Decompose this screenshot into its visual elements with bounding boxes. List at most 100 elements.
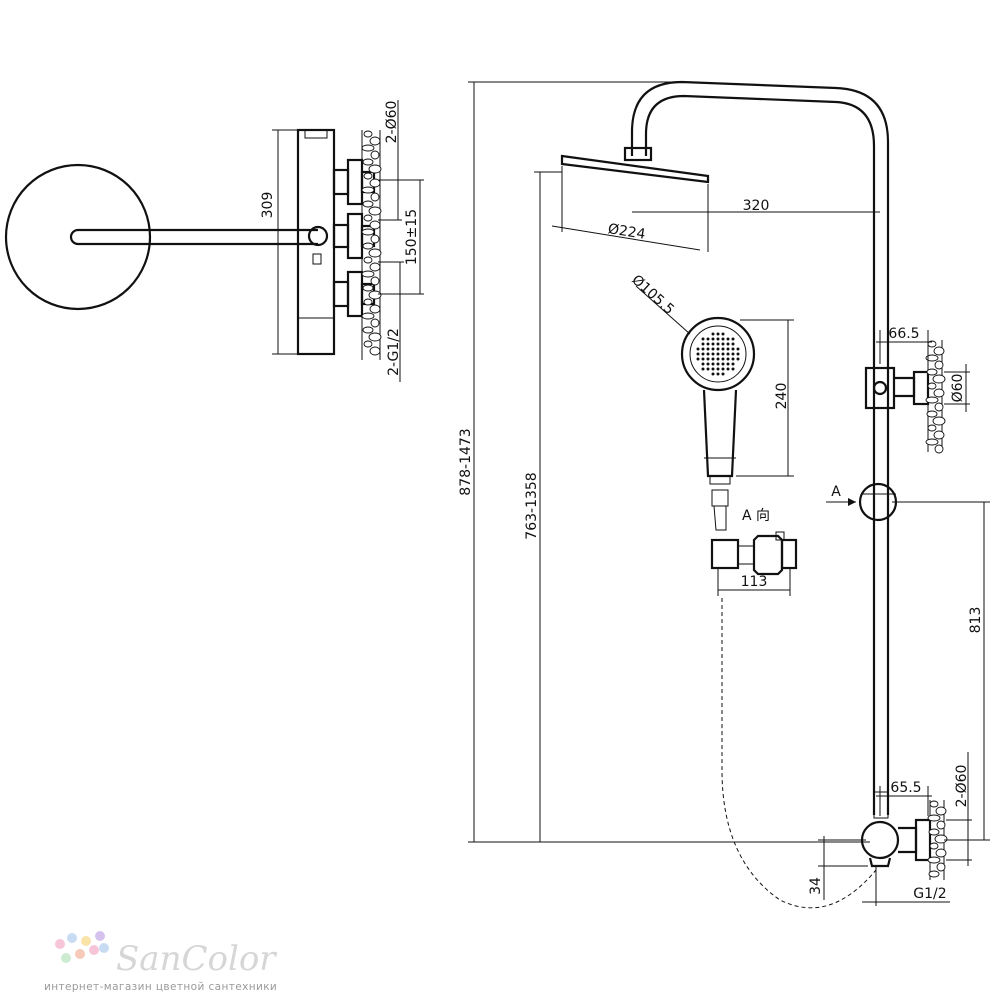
nozzle	[701, 362, 705, 366]
nozzle	[716, 332, 720, 336]
dim-overall-height: 878-1473	[458, 428, 474, 495]
shower-head-plan-circle	[4, 163, 152, 311]
dim-left-thread: 2-G1/2	[386, 328, 402, 376]
wall-stone	[925, 354, 939, 362]
nozzle	[711, 342, 715, 346]
nozzle	[726, 357, 730, 361]
dim-top-hole: Ø60	[950, 374, 966, 403]
slide-holder-detail	[710, 531, 798, 576]
wall-stone	[368, 290, 382, 300]
nozzle	[716, 372, 720, 376]
nozzle	[701, 352, 705, 356]
nozzle	[721, 352, 725, 356]
wall-stone	[368, 332, 382, 342]
wall-stone	[363, 214, 373, 222]
wall-stone	[363, 256, 373, 264]
logo-dot	[95, 931, 105, 941]
nozzle	[711, 352, 715, 356]
logo-dot	[75, 949, 85, 959]
logo-dot	[61, 953, 71, 963]
view-arrow-label: A	[831, 484, 841, 500]
nozzle	[726, 337, 730, 341]
wall-stone	[928, 870, 940, 878]
wall-stone	[362, 284, 374, 292]
nozzle	[706, 367, 710, 371]
wall-stone	[370, 192, 380, 202]
wall-stone	[933, 430, 945, 440]
nozzle	[716, 357, 720, 361]
nozzle	[711, 357, 715, 361]
logo-dot	[81, 936, 91, 946]
wall-section-left	[361, 130, 382, 360]
sancolor-logo: SanColor интернет-магазин цветной сантех…	[44, 931, 277, 993]
dim-head-height: 763-1358	[524, 472, 540, 539]
head-connector	[623, 146, 653, 162]
nozzle	[721, 342, 725, 346]
hose	[721, 598, 877, 909]
wall-stone	[369, 220, 381, 230]
nozzle	[696, 347, 700, 351]
wall-stone	[361, 228, 375, 236]
nozzle	[731, 362, 735, 366]
nozzle	[721, 367, 725, 371]
wall-stone	[361, 270, 375, 278]
wall-stone	[370, 318, 380, 328]
nozzle	[716, 337, 720, 341]
nozzle	[716, 352, 720, 356]
wall-stone	[933, 346, 945, 356]
dim-bottom-offset: 65.5	[890, 780, 921, 796]
nozzle	[706, 362, 710, 366]
wall-stone	[926, 410, 938, 418]
upper-bracket	[864, 340, 946, 454]
nozzle	[701, 357, 705, 361]
wall-stone	[361, 186, 375, 194]
wall-stone	[362, 158, 374, 166]
nozzle	[731, 342, 735, 346]
wall-stone	[929, 842, 939, 850]
dim-hand-length: 240	[774, 383, 790, 410]
nozzle	[701, 367, 705, 371]
wall-stone	[935, 806, 947, 816]
wall-stone	[927, 856, 941, 864]
dim-left-spacing: 150±15	[404, 209, 420, 265]
wall-stone	[932, 416, 946, 426]
nozzle	[721, 362, 725, 366]
dim-rail-length: 813	[968, 607, 984, 634]
wall-stone	[370, 234, 380, 244]
nozzle	[716, 347, 720, 351]
nozzle	[731, 337, 735, 341]
wall-stone	[362, 200, 374, 208]
dim-bottom-drop: 34	[808, 877, 824, 895]
wall-stone	[361, 144, 375, 152]
wall-stone	[363, 298, 373, 306]
dim-head-diameter: Ø224	[607, 221, 647, 243]
wall-stone	[368, 164, 382, 174]
dim-arm-length: 320	[743, 198, 770, 214]
dim-left-height: 309	[260, 192, 276, 219]
nozzle	[711, 332, 715, 336]
wall-stone	[927, 424, 937, 432]
nozzle	[701, 347, 705, 351]
wall-stone	[933, 388, 945, 398]
logo-dot	[99, 943, 109, 953]
nozzle	[721, 347, 725, 351]
nozzle	[701, 337, 705, 341]
wall-stone	[928, 828, 940, 836]
nozzle	[721, 337, 725, 341]
nozzle	[726, 362, 730, 366]
wall-stone	[932, 374, 946, 384]
logo-dot	[67, 933, 77, 943]
wall-stone	[368, 206, 382, 216]
nozzle	[706, 352, 710, 356]
shower-head	[560, 154, 710, 184]
nozzle	[731, 347, 735, 351]
wall-stone	[369, 346, 381, 356]
nozzle	[696, 352, 700, 356]
wall-stone	[925, 396, 939, 404]
dim-bottom-thread: G1/2	[913, 886, 946, 902]
nozzle	[711, 337, 715, 341]
logo-subtitle: интернет-магазин цветной сантехники	[44, 981, 277, 993]
nozzle	[726, 367, 730, 371]
wall-stone	[370, 276, 380, 286]
wall-stone	[926, 368, 938, 376]
